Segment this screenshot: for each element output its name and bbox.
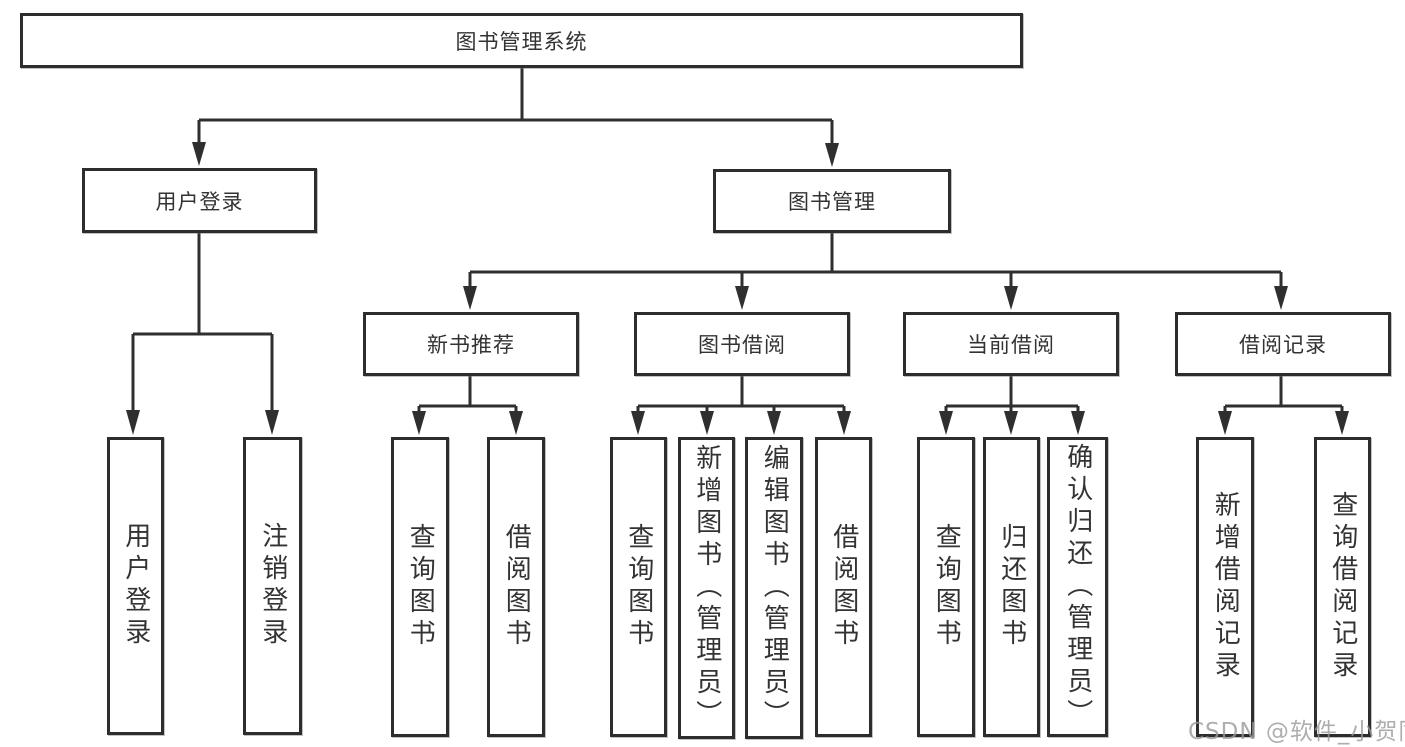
arrowhead-icon bbox=[735, 286, 749, 310]
leaf-query-books-borrow-label: 查询图书 bbox=[623, 523, 654, 651]
leaf-return-book: 归还图书 bbox=[983, 437, 1040, 737]
arrowhead-icon bbox=[126, 410, 140, 435]
arrowhead-icon bbox=[825, 143, 839, 167]
node-current-borrow: 当前借阅 bbox=[903, 312, 1119, 376]
leaf-add-borrow-record-label: 新增借阅记录 bbox=[1210, 491, 1241, 683]
arrowhead-icon bbox=[1218, 411, 1232, 435]
leaf-query-borrow-record: 查询借阅记录 bbox=[1314, 437, 1371, 737]
node-book-borrow-label: 图书借阅 bbox=[698, 333, 786, 357]
leaf-query-books-current-label: 查询图书 bbox=[931, 523, 962, 651]
node-current-borrow-label: 当前借阅 bbox=[967, 333, 1055, 357]
node-book-management: 图书管理 bbox=[713, 169, 951, 233]
leaf-add-book-admin: 新增图书（管理员） bbox=[678, 437, 735, 739]
connector-new-book-children bbox=[412, 376, 523, 435]
connector-user-login-children bbox=[126, 233, 279, 435]
leaf-add-borrow-record: 新增借阅记录 bbox=[1196, 437, 1254, 737]
leaf-query-borrow-record-label: 查询借阅记录 bbox=[1327, 491, 1358, 683]
arrowhead-icon bbox=[1071, 411, 1085, 435]
arrowhead-icon bbox=[192, 142, 206, 166]
leaf-query-books-recommend: 查询图书 bbox=[391, 437, 449, 737]
arrowhead-icon bbox=[1004, 411, 1018, 435]
arrowhead-icon bbox=[837, 411, 851, 435]
leaf-return-book-label: 归还图书 bbox=[996, 523, 1027, 651]
node-book-borrow: 图书借阅 bbox=[634, 312, 850, 376]
leaf-edit-book-admin-label: 编辑图书（管理员） bbox=[759, 444, 790, 732]
arrowhead-icon bbox=[1274, 286, 1288, 310]
leaf-add-book-admin-label: 新增图书（管理员） bbox=[691, 444, 722, 732]
arrowhead-icon bbox=[939, 411, 953, 435]
leaf-borrow-books-label: 借阅图书 bbox=[828, 523, 859, 651]
connector-borrow-records-children bbox=[1218, 376, 1349, 435]
node-root-label: 图书管理系统 bbox=[455, 29, 588, 54]
leaf-user-login-label: 用户登录 bbox=[120, 522, 151, 650]
arrowhead-icon bbox=[265, 410, 279, 435]
leaf-confirm-return-admin: 确认归还（管理员） bbox=[1047, 437, 1108, 737]
arrowhead-icon bbox=[631, 411, 645, 435]
leaf-borrow-books-recommend: 借阅图书 bbox=[487, 437, 545, 737]
arrowhead-icon bbox=[463, 286, 477, 310]
arrowhead-icon bbox=[1335, 411, 1349, 435]
node-borrow-records: 借阅记录 bbox=[1175, 312, 1391, 376]
leaf-confirm-return-admin-label: 确认归还（管理员） bbox=[1062, 443, 1093, 731]
arrowhead-icon bbox=[412, 411, 426, 435]
leaf-query-books-borrow: 查询图书 bbox=[610, 437, 667, 737]
connector-current-borrow-children bbox=[939, 376, 1085, 435]
connector-root-to-level2 bbox=[192, 68, 839, 167]
node-book-management-label: 图书管理 bbox=[788, 190, 876, 214]
csdn-watermark: CSDN @软件_小贺同学 bbox=[1188, 719, 1405, 745]
connector-book-borrow-children bbox=[631, 376, 851, 435]
arrowhead-icon bbox=[1004, 286, 1018, 310]
leaf-borrow-books-recommend-label: 借阅图书 bbox=[501, 523, 532, 651]
leaf-logout: 注销登录 bbox=[243, 437, 302, 735]
arrowhead-icon bbox=[767, 411, 781, 435]
leaf-user-login: 用户登录 bbox=[107, 437, 164, 735]
arrowhead-icon bbox=[509, 411, 523, 435]
node-borrow-records-label: 借阅记录 bbox=[1239, 333, 1327, 357]
node-new-book-recommend: 新书推荐 bbox=[363, 312, 579, 376]
node-user-login-label: 用户登录 bbox=[155, 189, 244, 214]
node-user-login: 用户登录 bbox=[82, 168, 317, 233]
leaf-edit-book-admin: 编辑图书（管理员） bbox=[745, 437, 803, 739]
connector-book-management-children bbox=[463, 233, 1288, 310]
leaf-query-books-current: 查询图书 bbox=[917, 437, 975, 737]
leaf-query-books-recommend-label: 查询图书 bbox=[405, 523, 436, 651]
node-root: 图书管理系统 bbox=[20, 13, 1023, 68]
node-new-book-recommend-label: 新书推荐 bbox=[427, 333, 515, 357]
leaf-borrow-books: 借阅图书 bbox=[815, 437, 872, 737]
arrowhead-icon bbox=[700, 411, 714, 435]
leaf-logout-label: 注销登录 bbox=[257, 522, 288, 650]
